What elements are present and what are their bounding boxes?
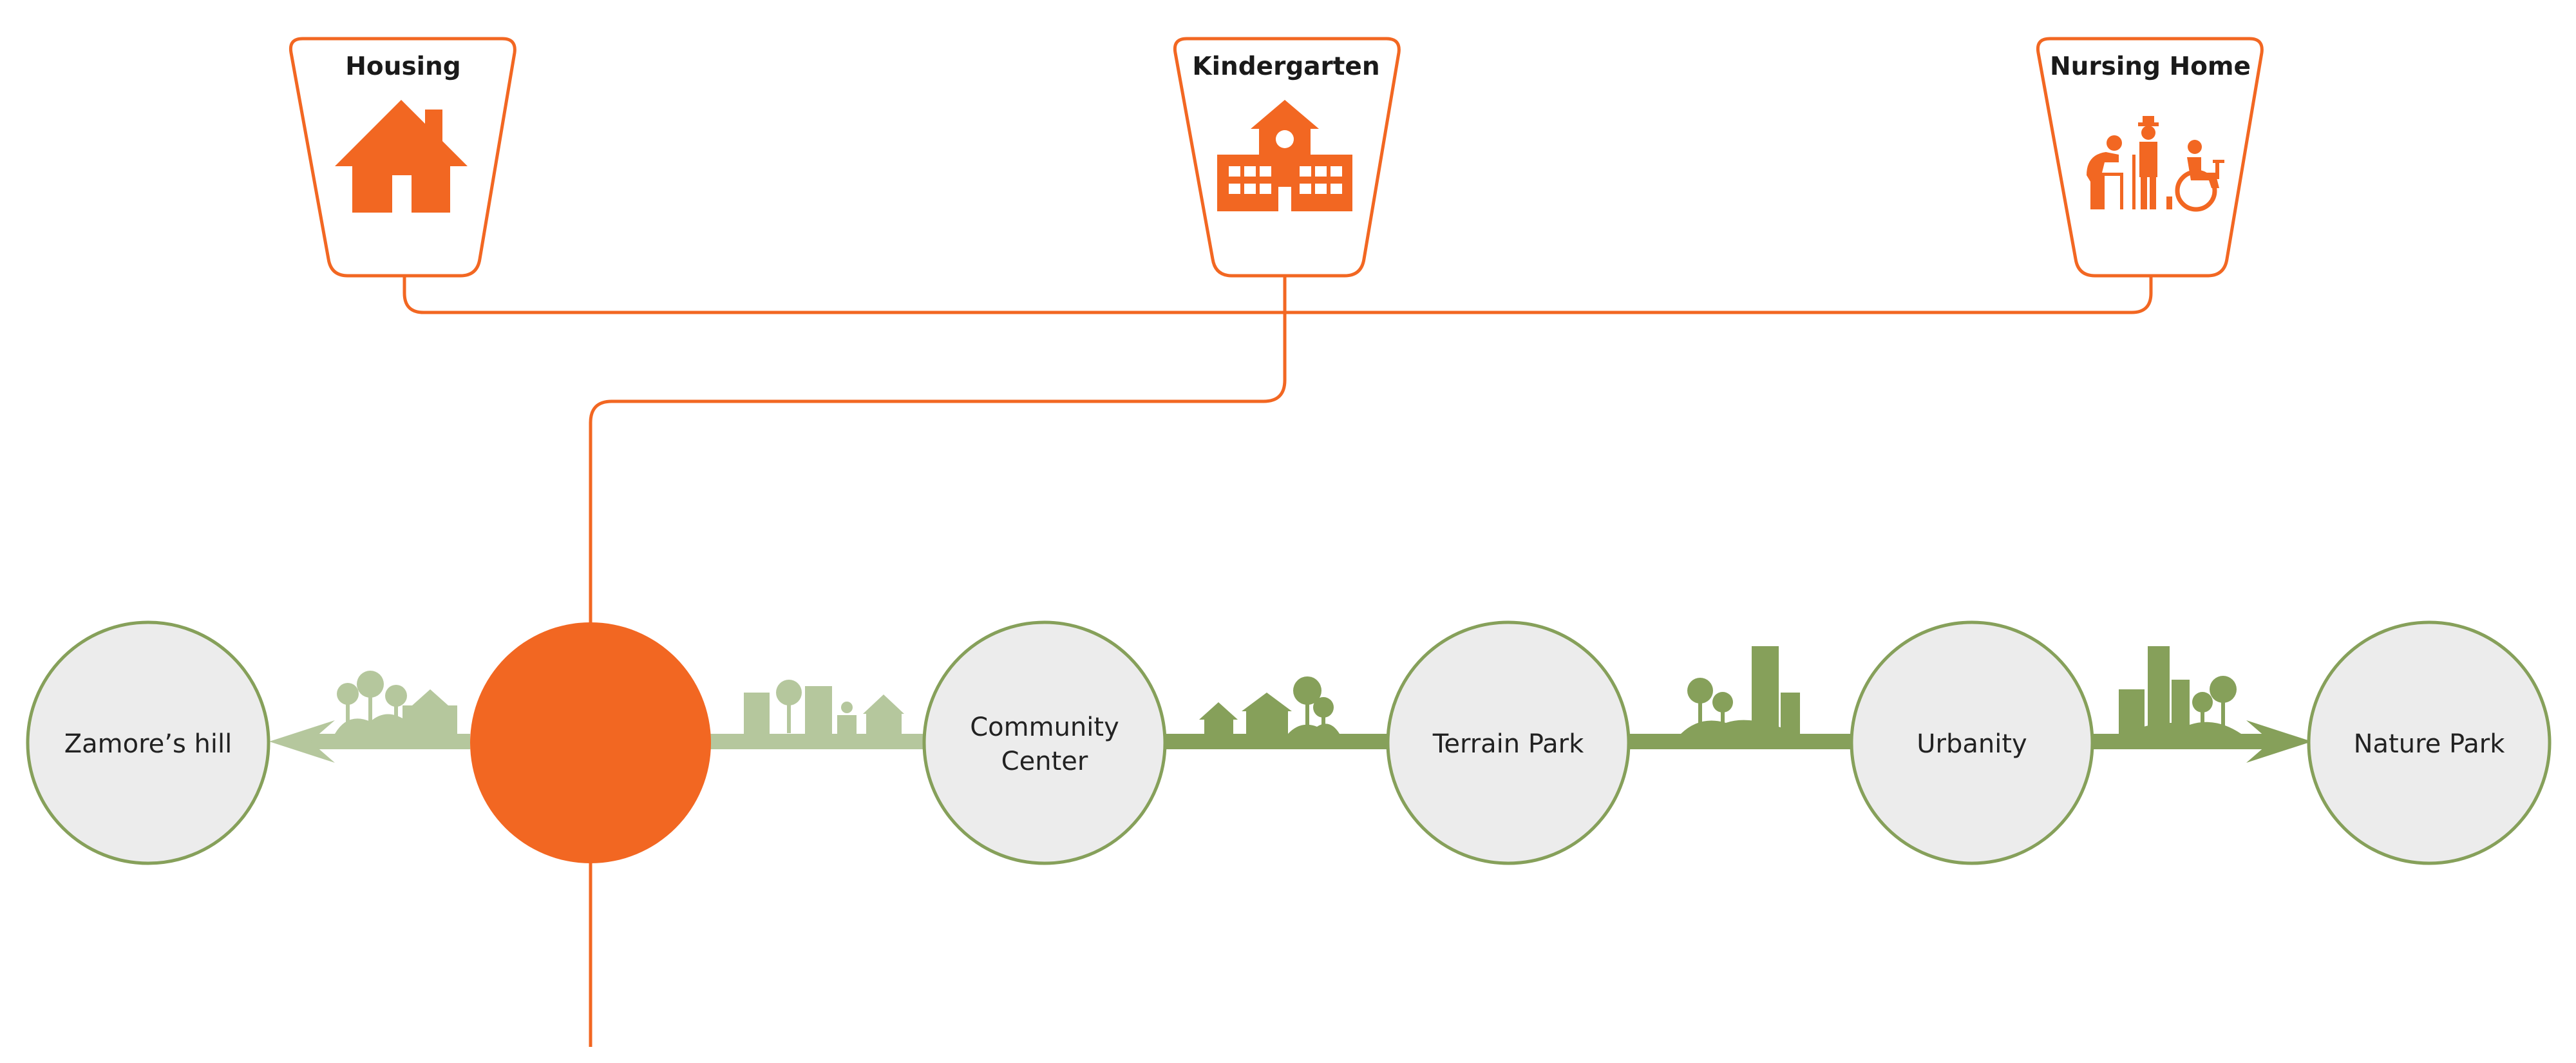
house-icon — [1199, 702, 1238, 734]
node-terrain-park[interactable]: Terrain Park — [1386, 620, 1631, 865]
corridor-icons-terrain-urbanity — [1681, 646, 1800, 734]
corridor-icons-hub-community — [744, 680, 904, 734]
house-icon — [335, 100, 468, 213]
corridor-bar-west — [293, 734, 470, 749]
facility-card-kindergarten: Kindergarten — [1173, 37, 1401, 278]
school-building-icon — [402, 689, 457, 734]
node-circle — [26, 620, 270, 865]
tree-icon — [357, 671, 384, 733]
school-building-icon — [1217, 100, 1352, 211]
facility-connector-lines — [402, 276, 2153, 1047]
arrowhead-right-icon — [2246, 720, 2312, 763]
apartment-building-icon — [2119, 689, 2145, 734]
connector-housing-nursing — [402, 276, 2153, 314]
skyscraper-icon — [2148, 646, 2170, 734]
corridor-icons-community-terrain — [1199, 676, 1340, 734]
node-community-center[interactable]: Community Center — [922, 620, 1167, 865]
node-label: Urbanity — [1917, 729, 2027, 759]
corridor-bar-urbanity-nature — [2093, 734, 2286, 749]
node-circle — [2307, 620, 2552, 865]
corridor-bar-community-terrain — [1162, 734, 1391, 749]
barn-icon — [1242, 693, 1292, 734]
elderly-care-icon — [2087, 116, 2224, 212]
ground-mound — [1681, 720, 1797, 734]
apartment-building-icon — [805, 686, 832, 734]
tree-icon — [337, 683, 359, 731]
facility-card-housing: Housing — [289, 37, 516, 278]
tree-icon — [1712, 692, 1733, 733]
tree-icon — [2192, 692, 2213, 733]
node-zamores-hill[interactable]: Zamore’s hill — [26, 620, 270, 865]
hub-node[interactable] — [470, 622, 711, 863]
corridor-bar-hub-community — [708, 734, 927, 749]
node-label: Community — [970, 713, 1119, 742]
node-circle — [922, 620, 1167, 865]
node-label: Terrain Park — [1432, 729, 1584, 759]
node-label: Nature Park — [2354, 729, 2506, 759]
connector-kindergarten-hub — [589, 276, 1287, 1047]
corridor-bars — [269, 720, 2312, 763]
node-circle — [1386, 620, 1631, 865]
facility-card-nursing-home: Nursing Home — [2036, 37, 2264, 278]
chapel-icon — [863, 694, 904, 734]
facility-title: Housing — [345, 52, 460, 81]
ground-mound — [1288, 723, 1340, 734]
tree-icon — [2210, 676, 2237, 733]
node-label: Center — [1001, 747, 1088, 776]
corridor-icons-urbanity-nature — [2119, 646, 2241, 734]
tree-icon — [1293, 676, 1321, 733]
arrowhead-left-icon — [269, 720, 335, 763]
facility-title: Kindergarten — [1192, 52, 1379, 81]
tree-icon — [1313, 697, 1334, 733]
tree-icon — [1687, 678, 1713, 733]
facility-title: Nursing Home — [2050, 52, 2251, 81]
tree-icon — [776, 680, 802, 733]
apartment-building-icon — [1781, 693, 1800, 734]
node-circle — [1850, 620, 2094, 865]
tree-icon — [385, 685, 407, 731]
node-label: Zamore’s hill — [64, 729, 232, 759]
ground-mound — [2125, 722, 2241, 734]
corridor-bar-terrain-urbanity — [1629, 734, 1855, 749]
node-urbanity[interactable]: Urbanity — [1850, 620, 2094, 865]
playground-icon — [837, 702, 857, 734]
skyscraper-icon — [1752, 646, 1779, 734]
apartment-building-icon — [744, 693, 770, 734]
corridor-icons-west — [335, 671, 457, 734]
node-nature-park[interactable]: Nature Park — [2307, 620, 2552, 865]
